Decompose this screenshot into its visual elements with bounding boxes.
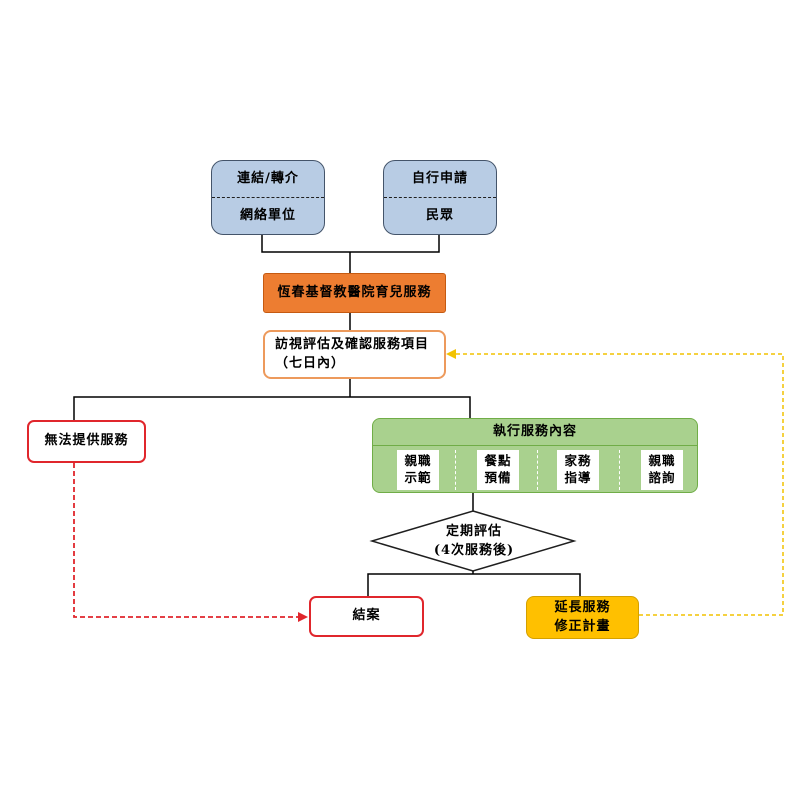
service-item-line2: 指導: [564, 470, 592, 485]
dashed-divider: [384, 197, 496, 198]
service-separator: [537, 450, 538, 490]
node-review-label: 定期評估 (4次服務後): [400, 520, 548, 564]
node-close-label: 結案: [352, 608, 381, 624]
node-review-line2: (4次服務後): [433, 543, 515, 558]
arrow-head-visit: [446, 349, 456, 359]
service-item-row: 親職 示範 餐點 預備 家務 指導 親職 諮詢: [373, 446, 697, 492]
connector-no-service-to-close: [73, 463, 298, 618]
service-item-line2: 示範: [404, 470, 432, 485]
node-visit-line2: （七日內）: [275, 355, 346, 371]
dashed-divider: [212, 197, 324, 198]
service-item-line1: 餐點: [484, 453, 512, 469]
node-extend-line2: 修正計畫: [554, 618, 611, 634]
connector-review-branch: [367, 573, 581, 596]
node-review-line1: 定期評估: [445, 524, 502, 540]
node-link-referral: 連結/轉介 網絡單位: [211, 160, 325, 235]
node-execute-title: 執行服務內容: [373, 419, 697, 446]
service-item: 親職 示範: [397, 450, 439, 490]
arrow-head-close: [298, 612, 308, 622]
service-separator: [455, 450, 456, 490]
node-link-referral-top: 連結/轉介: [237, 170, 299, 186]
node-extend-service: 延長服務 修正計畫: [526, 596, 639, 639]
connector-extend-to-visit: [456, 353, 784, 616]
connector-sources: [261, 235, 440, 253]
node-no-service-label: 無法提供服務: [44, 433, 129, 449]
node-no-service: 無法提供服務: [27, 420, 146, 463]
node-visit-line1: 訪視評估及確認服務項目: [275, 336, 430, 352]
node-hospital-label: 恆春基督教醫院育兒服務: [277, 284, 432, 300]
service-item: 家務 指導: [557, 450, 599, 490]
node-visit-assessment: 訪視評估及確認服務項目 （七日內）: [263, 330, 446, 379]
node-self-apply: 自行申請 民眾: [383, 160, 497, 235]
node-close-case: 結案: [309, 596, 424, 637]
connector-visit-branch: [73, 396, 471, 420]
service-item-line2: 諮詢: [648, 470, 676, 485]
service-item-line1: 親職: [648, 453, 676, 469]
node-self-apply-top: 自行申請: [411, 170, 468, 186]
service-item-line2: 預備: [484, 470, 512, 485]
service-item: 親職 諮詢: [641, 450, 683, 490]
service-item-line1: 家務: [564, 453, 592, 469]
node-execute-service: 執行服務內容 親職 示範 餐點 預備 家務 指導 親職 諮詢: [372, 418, 698, 493]
service-item-line1: 親職: [404, 453, 432, 469]
service-separator: [619, 450, 620, 490]
node-hospital-service: 恆春基督教醫院育兒服務: [263, 273, 446, 313]
service-item: 餐點 預備: [477, 450, 519, 490]
node-self-apply-bottom: 民眾: [425, 207, 454, 223]
node-link-referral-bottom: 網絡單位: [239, 207, 296, 223]
node-extend-line1: 延長服務: [554, 599, 611, 615]
